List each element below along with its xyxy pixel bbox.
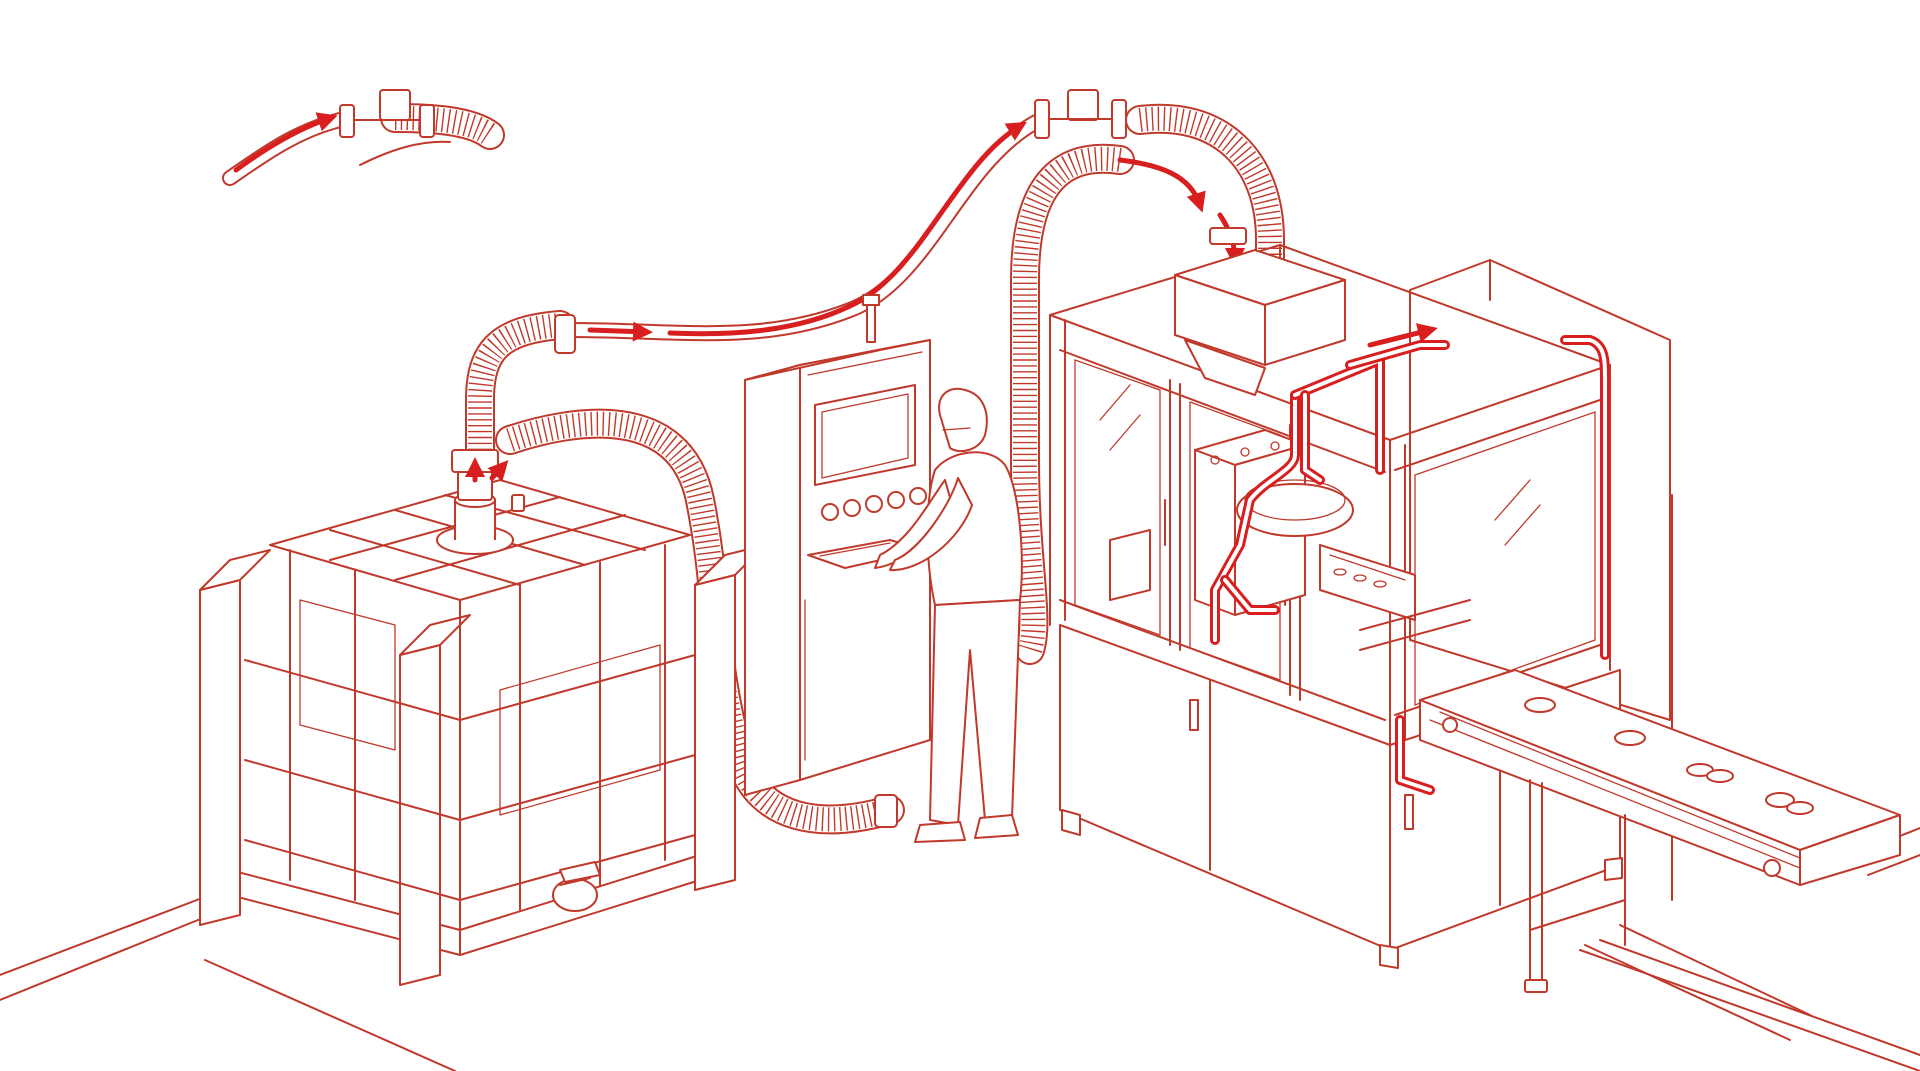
production-machine [1049,244,1671,969]
conveyor-belt [1419,669,1920,1071]
transfer-pipe [562,89,1127,342]
heating-lines [1210,323,1610,795]
start-button-icon [821,487,927,521]
ibc-tote [199,449,766,986]
operator [874,387,1023,843]
control-panel [744,294,931,796]
supply-pipe-background [222,89,505,186]
